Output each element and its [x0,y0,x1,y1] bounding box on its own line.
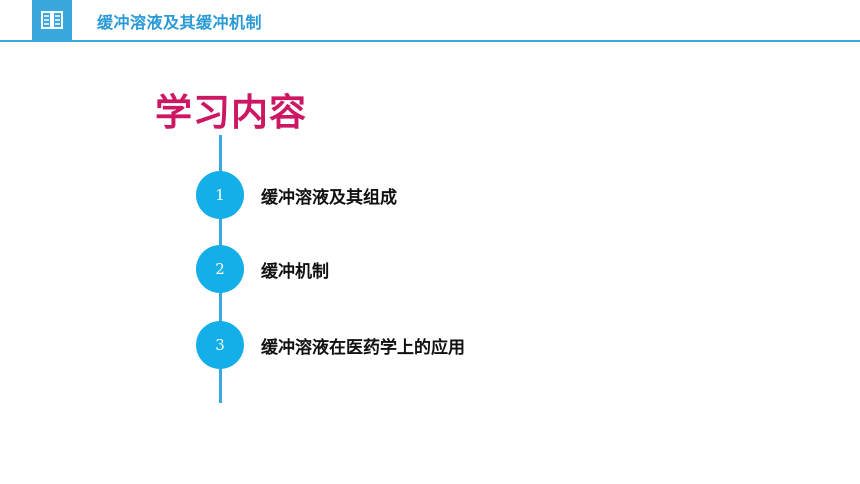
header-title: 缓冲溶液及其缓冲机制 [97,13,263,32]
item-label: 缓冲溶液及其组成 [261,188,397,208]
item-number-badge: 2 [196,245,244,293]
item-label: 缓冲溶液在医药学上的应用 [261,338,465,358]
page-title: 学习内容 [155,91,307,134]
item-label: 缓冲机制 [261,262,329,282]
book-icon [32,0,72,40]
list-item-1: 1 缓冲溶液及其组成 [196,171,616,219]
header-divider [0,40,860,42]
list-item-3: 3 缓冲溶液在医药学上的应用 [196,321,616,369]
list-item-2: 2 缓冲机制 [196,245,616,293]
item-number-badge: 3 [196,321,244,369]
item-number-badge: 1 [196,171,244,219]
header-bar: 缓冲溶液及其缓冲机制 [0,0,860,44]
